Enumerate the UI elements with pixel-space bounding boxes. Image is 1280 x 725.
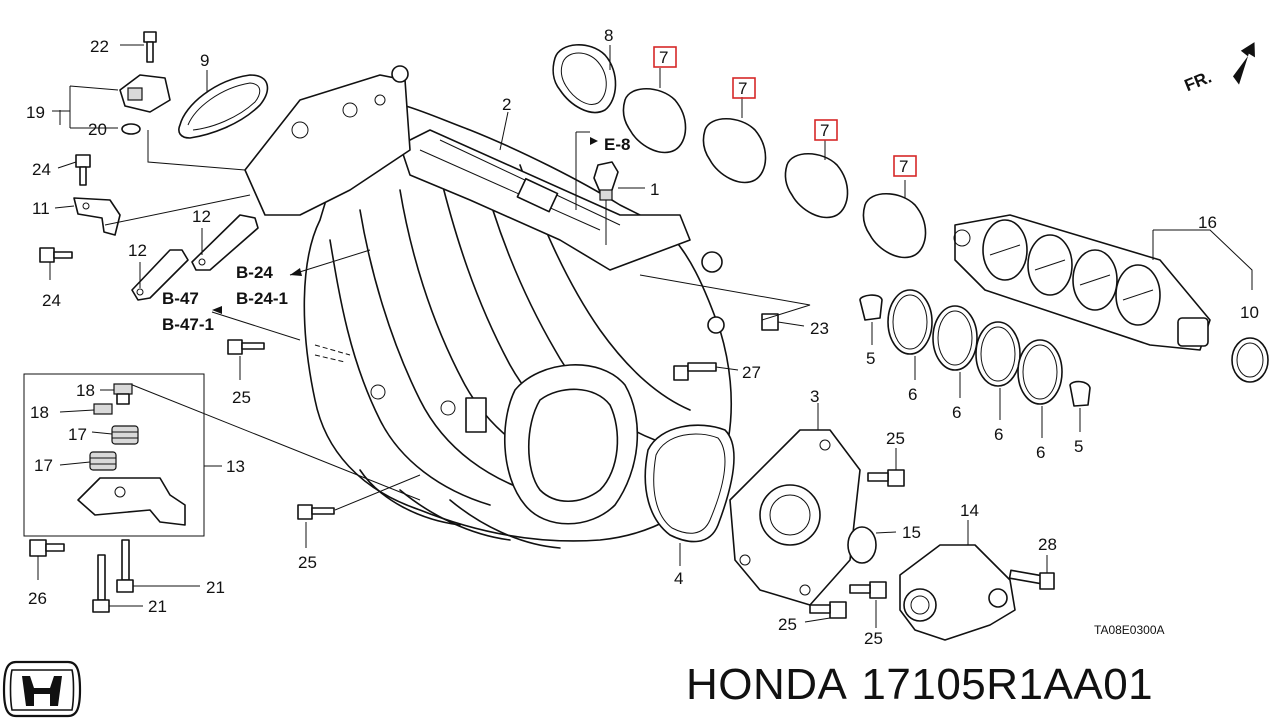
callout-28: 28 [1038,535,1057,554]
oring-15 [847,526,897,564]
ref-e8-arrow-icon [590,137,598,145]
direction-label: FR. [1182,67,1215,95]
callout-12-right: 12 [192,207,211,226]
gasket-7-3 [784,140,849,219]
bracket-12-right [191,214,259,271]
intake-manifold [244,65,732,549]
callout-7-3: 7 [820,121,829,140]
bolt-23 [639,274,811,331]
sensor-14 [899,520,1016,641]
clips-5 [859,294,1091,432]
callout-23: 23 [810,319,829,338]
bolt-24-bottom [39,247,73,280]
tumble-valve-16 [953,214,1253,351]
callout-9: 9 [200,51,209,70]
ref-b24-1: B-24-1 [236,289,288,308]
gasket-4 [644,424,735,566]
callout-8: 8 [604,26,613,45]
callout-16: 16 [1198,213,1217,232]
leader-2 [499,111,509,151]
leader-sensor [147,130,246,171]
bolt-25-bottom [297,474,421,548]
gasket-9 [178,70,269,139]
callout-1: 1 [650,180,659,199]
bolt-24-top [57,154,91,186]
callout-11: 11 [32,199,50,218]
callout-5-right: 5 [1074,437,1083,456]
callout-24-bottom: 24 [42,291,61,310]
oring-10 [1231,337,1269,383]
ref-b24: B-24 [236,263,273,282]
callout-19: 19 [26,103,45,122]
callout-6-1: 6 [908,385,917,404]
callout-18: 18 [30,403,49,422]
part-title: HONDA 17105R1AA01 [686,660,1153,710]
bolts-21 [92,539,200,613]
gasket-7-1 [622,68,687,154]
mount-assembly-13 [23,373,421,537]
leader-bracket [104,194,251,226]
callout-20: 20 [88,120,107,139]
callout-7-1: 7 [659,48,668,67]
ref-b47-1: B-47-1 [162,315,214,334]
callout-5-left: 5 [866,349,875,368]
callout-17-top: 17 [68,425,87,444]
callout-26: 26 [28,589,47,608]
callout-7-4: 7 [899,157,908,176]
ref-e8: E-8 [604,135,630,154]
gasket-8 [552,44,617,114]
callout-labels: 22 19 20 9 24 11 24 12 12 8 7 7 7 7 2 1 … [26,26,1259,648]
callout-7-2: 7 [738,79,747,98]
bracket-12-left [131,249,189,301]
honda-logo-icon [2,660,82,718]
bolt-27 [673,362,739,381]
gasket-7-4 [862,180,927,259]
callout-15: 15 [902,523,921,542]
seals-6 [887,289,1063,438]
bolt-22 [120,31,157,63]
ref-b47: B-47 [162,289,199,308]
front-direction-arrow-icon [1232,42,1255,85]
bolt-28 [1008,555,1055,590]
callout-21-bottom: 21 [148,597,167,616]
callout-24-top: 24 [32,160,51,179]
callout-25-left: 25 [232,388,251,407]
oring-20 [121,123,141,135]
callout-22: 22 [90,37,109,56]
callout-3: 3 [810,387,819,406]
bolt-26 [29,539,65,580]
callout-10: 10 [1240,303,1259,322]
callout-2: 2 [502,95,511,114]
brand-name: HONDA [686,660,848,709]
callout-6-3: 6 [994,425,1003,444]
clip-1 [575,131,645,245]
callout-21-top: 21 [206,578,225,597]
bolt-25-left [227,339,265,380]
gasket-7-2 [702,97,767,184]
callout-12-left: 12 [128,241,147,260]
callout-14: 14 [960,501,979,520]
callout-25-bottom-mid: 25 [778,615,797,634]
highlight-boxes [653,46,917,177]
bracket-11 [54,197,121,236]
bolts-25-right [804,448,905,628]
callout-25-right: 25 [886,429,905,448]
sensor-19 [52,74,171,129]
part-number: 17105R1AA01 [861,660,1154,709]
callout-27: 27 [742,363,761,382]
throttle-body-3 [729,403,861,606]
callout-18-top: 18 [76,381,95,400]
callout-13: 13 [226,457,245,476]
callout-6-4: 6 [1036,443,1045,462]
callout-17: 17 [34,456,53,475]
drawing-code: TA08E0300A [1094,623,1165,637]
callout-25-bottom-right: 25 [864,629,883,648]
callout-6-2: 6 [952,403,961,422]
callout-25-bottom: 25 [298,553,317,572]
callout-4: 4 [674,569,683,588]
